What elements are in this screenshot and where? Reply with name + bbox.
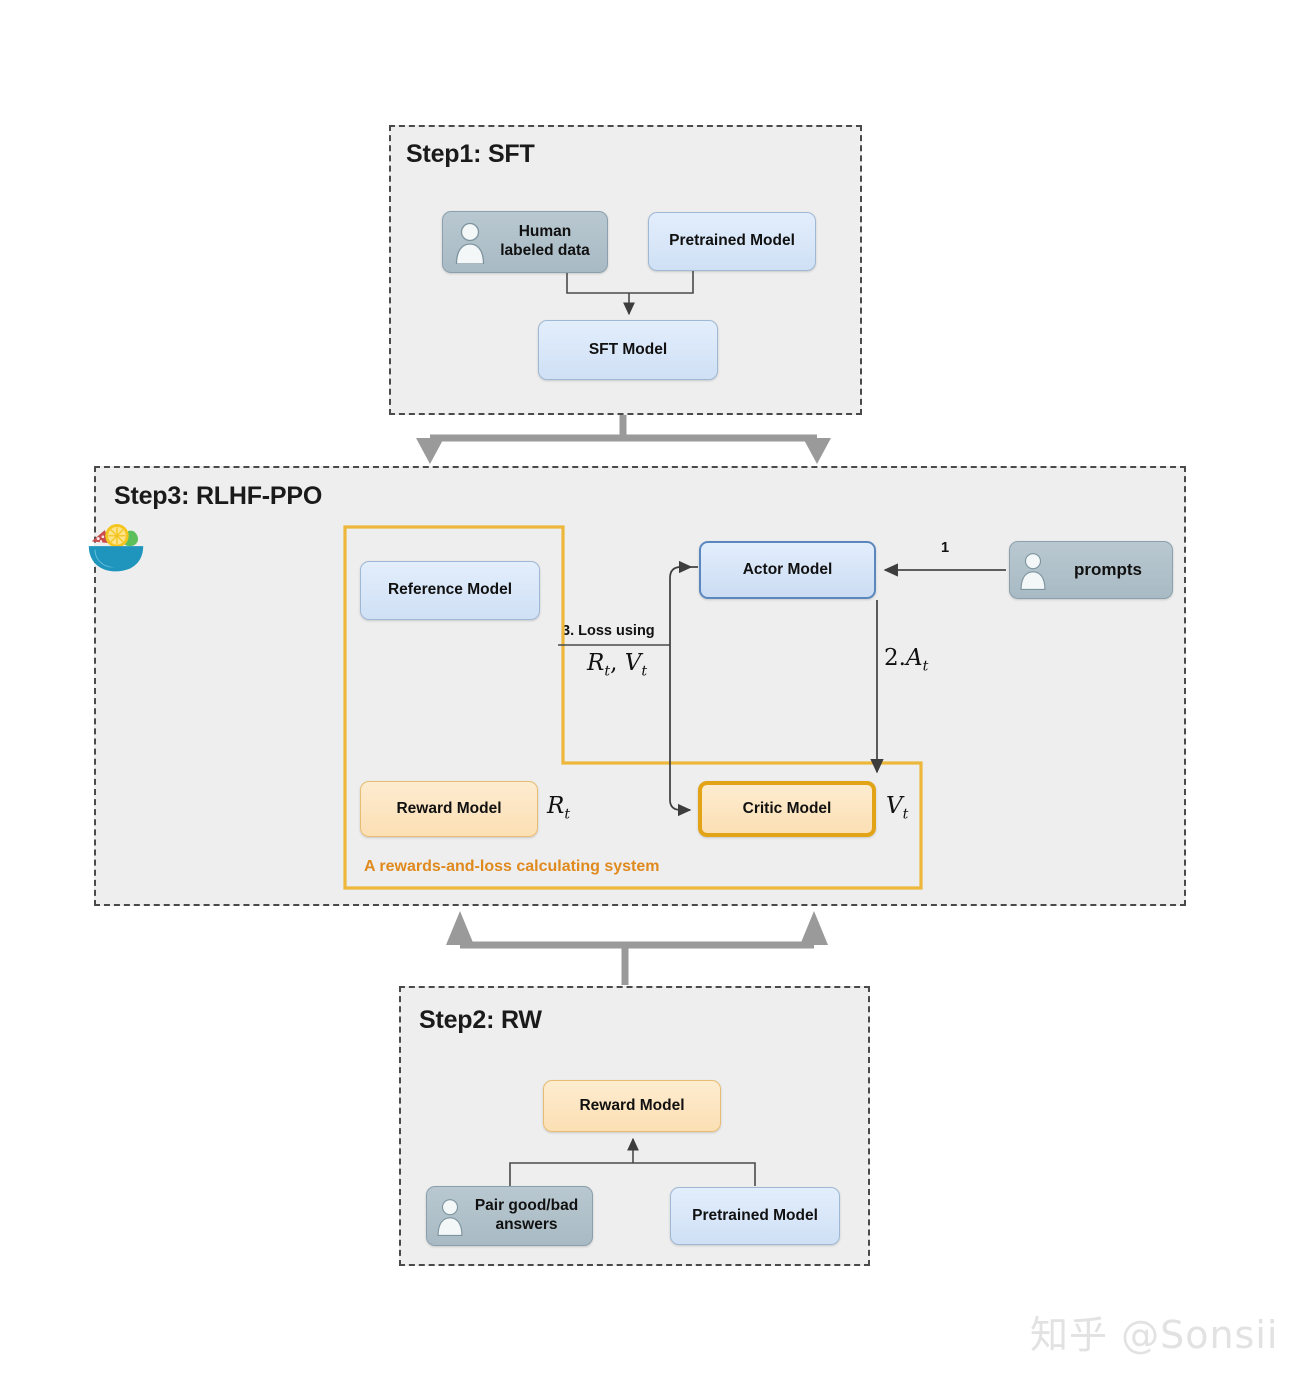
node-critic-model[interactable]: Critic Model <box>698 781 876 837</box>
step3-container <box>94 466 1186 906</box>
node-label: Reference Model <box>387 581 513 599</box>
node-pretrained-model-step2[interactable]: Pretrained Model <box>670 1187 840 1245</box>
step2-title: Step2: RW <box>419 1006 542 1034</box>
node-label: Actor Model <box>742 560 833 578</box>
step1-to-step3-arrowheads <box>416 438 831 464</box>
loss-sep: , <box>610 650 625 676</box>
person-icon <box>1020 553 1046 590</box>
critic-out-letter: V <box>886 793 903 819</box>
node-human-labeled-data[interactable]: Human labeled data <box>442 211 608 273</box>
watermark: 知乎 @Sonsii <box>1030 1313 1279 1357</box>
node-prompts[interactable]: prompts <box>1009 541 1173 599</box>
step1-title: Step1: SFT <box>406 140 535 168</box>
node-label: Reward Model <box>579 1096 685 1114</box>
node-label: Pretrained Model <box>692 1206 818 1224</box>
critic-output-symbol: Vt <box>886 793 908 823</box>
edge-label-loss-using: 3. Loss using <box>562 623 655 639</box>
node-label: prompts <box>1074 559 1142 579</box>
node-label: Reward Model <box>396 799 502 817</box>
loss-r: R <box>587 650 605 676</box>
node-sft-model[interactable]: SFT Model <box>538 320 718 380</box>
step1-to-step3-connector <box>430 415 817 442</box>
step2-to-step3-connector <box>460 941 814 985</box>
node-reward-model-step3[interactable]: Reward Model <box>360 781 538 837</box>
reward-out-sub: t <box>564 806 571 823</box>
node-reference-model[interactable]: Reference Model <box>360 561 540 620</box>
node-label: Pair good/bad answers <box>474 1197 579 1233</box>
node-pretrained-model-step1[interactable]: Pretrained Model <box>648 212 816 271</box>
node-label: Human labeled data <box>500 223 590 259</box>
advantage-index: 2. <box>884 645 906 671</box>
node-label: Critic Model <box>742 799 832 817</box>
edge-label-loss-formula: Rt, Vt <box>587 650 647 680</box>
edge-label-advantage: 2.At <box>884 645 929 675</box>
edge-label-prompts-to-actor: 1 <box>941 540 950 556</box>
step2-to-step3-arrowheads <box>446 911 828 945</box>
node-reward-model-step2[interactable]: Reward Model <box>543 1080 721 1132</box>
node-label: SFT Model <box>588 340 668 358</box>
advantage-subscript: t <box>922 658 929 675</box>
system-caption: A rewards-and-loss calculating system <box>364 858 660 875</box>
node-actor-model[interactable]: Actor Model <box>699 541 876 599</box>
step3-title: Step3: RLHF-PPO <box>114 482 323 510</box>
reward-out-letter: R <box>547 793 565 819</box>
critic-out-sub: t <box>902 806 909 823</box>
person-icon <box>437 1199 463 1236</box>
salad-bowl-icon <box>88 524 144 572</box>
reward-output-symbol: Rt <box>547 793 570 823</box>
node-pair-answers[interactable]: Pair good/bad answers <box>426 1186 593 1246</box>
person-icon <box>455 222 485 264</box>
node-label: Pretrained Model <box>669 232 795 250</box>
loss-v-sub: t <box>641 663 648 680</box>
loss-v: V <box>624 650 642 676</box>
